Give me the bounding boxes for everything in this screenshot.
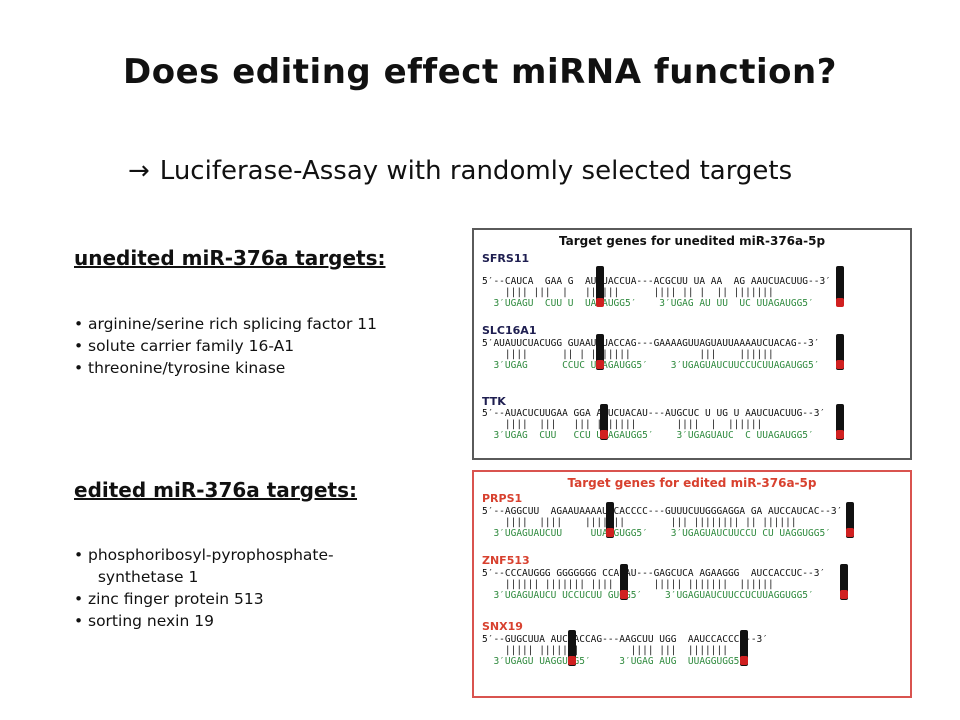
edited-base-marker bbox=[606, 528, 614, 537]
gene-label-znf513: ZNF513 bbox=[482, 554, 530, 567]
mirna-sequence: 3′UGAGU UAGGUGG5′ 3′UGAG AUG UUAGGUGG5′ bbox=[482, 656, 746, 667]
edit-site-marker bbox=[836, 266, 844, 306]
list-item: arginine/serine rich splicing factor 11 bbox=[74, 313, 377, 335]
edited-targets-figure: Target genes for edited miR-376a-5p PRPS… bbox=[472, 470, 912, 698]
list-item: zinc finger protein 513 bbox=[74, 588, 418, 610]
edited-base-marker bbox=[846, 528, 854, 537]
edited-base-marker bbox=[596, 298, 604, 307]
list-item: solute carrier family 16-A1 bbox=[74, 335, 377, 357]
edit-site-marker bbox=[600, 404, 608, 440]
edited-base-marker bbox=[836, 298, 844, 307]
pairing-lines: |||| || | ||||||| ||| |||||| bbox=[482, 349, 774, 360]
edited-targets-heading: edited miR-376a targets: bbox=[74, 478, 358, 502]
edited-base-marker bbox=[836, 430, 844, 439]
unedited-targets-figure: Target genes for unedited miR-376a-5p SF… bbox=[472, 228, 912, 460]
edit-site-marker bbox=[606, 502, 614, 538]
mirna-sequence: 3′UGAGUAUCU UCCUCUU GUGG5′ 3′UGAGUAUCUUC… bbox=[482, 590, 814, 601]
edited-base-marker bbox=[596, 360, 604, 369]
mirna-sequence: 3′UGAG CCUC UUAGAUGG5′ 3′UGAGUAUCUUCCUCU… bbox=[482, 360, 820, 371]
edited-targets-list: phosphoribosyl-pyrophosphate- synthetase… bbox=[74, 544, 418, 632]
list-item: sorting nexin 19 bbox=[74, 610, 418, 632]
edit-site-marker bbox=[568, 630, 576, 666]
gene-label-snx19: SNX19 bbox=[482, 620, 523, 633]
gene-label-prps1: PRPS1 bbox=[482, 492, 523, 505]
gene-label-slc16a1: SLC16A1 bbox=[482, 324, 537, 337]
edit-site-marker bbox=[596, 334, 604, 370]
mrna-sequence: 5′--AGGCUU AGAAUAAAAUCCACCCC---GUUUCUUGG… bbox=[482, 506, 843, 517]
slide-title: Does editing effect miRNA function? bbox=[123, 52, 837, 92]
edited-base-marker bbox=[568, 656, 576, 665]
edit-site-marker bbox=[740, 630, 748, 666]
edited-base-marker bbox=[740, 656, 748, 665]
mrna-sequence: 5′AUAUUCUACUGG GUAAUCUACCAG---GAAAAGUUAG… bbox=[482, 338, 820, 349]
edited-base-marker bbox=[600, 430, 608, 439]
list-item: phosphoribosyl-pyrophosphate- synthetase… bbox=[74, 544, 418, 588]
unedited-targets-list: arginine/serine rich splicing factor 11 … bbox=[74, 313, 377, 379]
unedited-targets-heading: unedited miR-376a targets: bbox=[74, 246, 386, 270]
edit-site-marker bbox=[836, 334, 844, 370]
pairing-lines: |||||| ||||||| |||| ||||| ||||||| |||||| bbox=[504, 579, 774, 590]
right-arrow-icon: → bbox=[128, 156, 150, 186]
edit-site-marker bbox=[846, 502, 854, 538]
pairing-lines: |||| ||| ||| ||||||| |||| | |||||| bbox=[482, 419, 763, 430]
pairing-lines: |||| ||| | |||||| |||| || | || ||||||| bbox=[482, 287, 774, 298]
mirna-sequence: 3′UGAG CUU CCU UUAGAUGG5′ 3′UGAGUAUC C U… bbox=[482, 430, 814, 441]
mrna-sequence: 5′--CAUCA GAA G AUCUACCUA---ACGCUU UA AA… bbox=[482, 276, 831, 287]
edit-site-marker bbox=[840, 564, 848, 600]
edited-base-marker bbox=[836, 360, 844, 369]
pairing-lines: |||| |||| ||||||| ||| |||||||| || |||||| bbox=[482, 517, 797, 528]
edit-site-marker bbox=[596, 266, 604, 306]
mrna-sequence: 5′--AUACUCUUGAA GGA AAUCUACAU---AUGCUC U… bbox=[482, 408, 826, 419]
mrna-sequence: 5′--GUGCUUA AUCCACCAG---AAGCUU UGG AAUCC… bbox=[482, 634, 768, 645]
mirna-sequence: 3′UGAGUAUCUU UUAGGUGG5′ 3′UGAGUAUCUUCCU … bbox=[482, 528, 831, 539]
gene-label-ttk: TTK bbox=[482, 395, 506, 408]
edit-site-marker bbox=[620, 564, 628, 600]
subtitle-text: Luciferase-Assay with randomly selected … bbox=[159, 156, 793, 186]
edited-base-marker bbox=[840, 590, 848, 599]
gene-label-sfrs11: SFRS11 bbox=[482, 252, 530, 265]
mrna-sequence: 5′--CCCAUGGG GGGGGGG CCAUAU---GAGCUCA AG… bbox=[482, 568, 826, 579]
edit-site-marker bbox=[836, 404, 844, 440]
edited-base-marker bbox=[620, 590, 628, 599]
unedited-figure-title: Target genes for unedited miR-376a-5p bbox=[558, 234, 826, 248]
pairing-lines: ||||| ||||||| |||| ||| ||||||| bbox=[482, 645, 728, 656]
mirna-sequence: 3′UGAGU CUU U UAGAUGG5′ 3′UGAG AU UU UC … bbox=[482, 298, 814, 309]
edited-figure-title: Target genes for edited miR-376a-5p bbox=[567, 476, 817, 490]
subtitle: → Luciferase-Assay with randomly selected… bbox=[128, 156, 792, 186]
list-item: threonine/tyrosine kinase bbox=[74, 357, 377, 379]
